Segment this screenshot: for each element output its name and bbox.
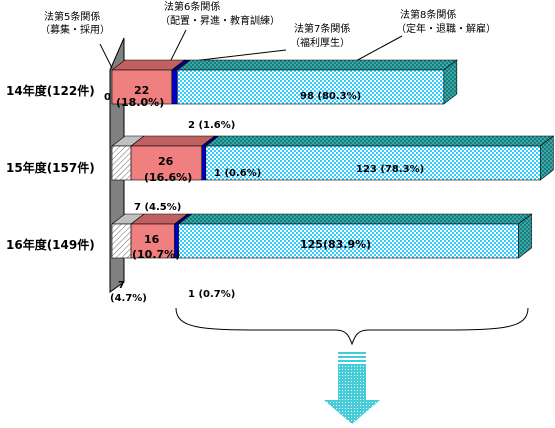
legend-art8-line2: （定年・退職・解雇） xyxy=(396,22,496,35)
legend-art7-line1: 法第7条関係 xyxy=(294,22,350,35)
legend-art5: 法第5条関係 （募集・採用） xyxy=(40,10,113,69)
r14-art7-label: 2 (1.6%) xyxy=(188,120,235,131)
row-label-14: 14年度(122件) xyxy=(6,83,95,98)
bar-2-art5 xyxy=(111,223,132,259)
bar-0-art7 xyxy=(171,69,178,105)
legend-art5-leader xyxy=(99,43,113,69)
row-label-15: 15年度(157件) xyxy=(6,160,95,175)
legend-art7-line2: （福利厚生） xyxy=(290,36,350,49)
bar-0-art8-top xyxy=(176,59,458,71)
bar-1-art8 xyxy=(205,145,541,181)
r14-art6-pct: (18.0%) xyxy=(116,96,164,109)
r16-art8-label: 125(83.9%) xyxy=(300,238,371,251)
r14-art5-label: 0 xyxy=(104,92,111,103)
legend-art6: 法第6条関係 （配置・昇進・教育訓練） xyxy=(160,0,280,63)
bar-2-art8 xyxy=(178,223,519,259)
r15-art5-label: 7 (4.5%) xyxy=(134,202,181,213)
bar-1-art6-top xyxy=(130,135,216,147)
bar-2-end-face xyxy=(518,213,532,259)
bars-group xyxy=(111,59,555,259)
row-label-16: 16年度(149件) xyxy=(6,237,95,252)
legend-art6-leader xyxy=(169,29,187,63)
down-arrow xyxy=(324,352,380,424)
bar-1-art7 xyxy=(201,145,207,181)
bar-1-end-face xyxy=(540,135,554,181)
bar-0-art8 xyxy=(176,69,445,105)
bar-1-art8-top xyxy=(204,135,555,147)
r15-art6-pct: (16.6%) xyxy=(144,171,192,184)
legend-art6-line1: 法第6条関係 xyxy=(164,0,220,13)
r14-art6-label: 22 xyxy=(134,84,149,97)
r14-art8-label: 98 (80.3%) xyxy=(300,91,361,102)
bar-1-art5 xyxy=(111,145,132,181)
bar-2-art6 xyxy=(130,223,175,259)
legend-art8-line1: 法第8条関係 xyxy=(400,8,456,21)
legend-art8-leader xyxy=(353,35,403,63)
bar-2-art8-top xyxy=(177,213,533,225)
bar-0-art6 xyxy=(111,69,173,105)
r15-art7-label: 1 (0.6%) xyxy=(214,168,261,179)
r16-art6-label: 16 xyxy=(144,233,160,246)
r16-art5-pct: (4.7%) xyxy=(110,293,147,304)
r16-art7-label: 1 (0.7%) xyxy=(188,289,235,300)
r15-art6-label: 26 xyxy=(158,155,174,168)
grouping-brace xyxy=(175,307,529,346)
r16-art5-label: 7 xyxy=(118,280,125,291)
value-labels: 0 22 (18.0%) 2 (1.6%) 98 (80.3%) 7 (4.5%… xyxy=(104,84,424,304)
legend-art5-line2: （募集・採用） xyxy=(40,23,110,36)
bar-0-end-face xyxy=(443,59,458,105)
r16-art6-pct: (10.7%) xyxy=(132,248,180,261)
legend-art6-line2: （配置・昇進・教育訓練） xyxy=(160,14,280,27)
legend-art8: 法第8条関係 （定年・退職・解雇） xyxy=(353,8,496,63)
legend-art7: 法第7条関係 （福利厚生） xyxy=(183,22,350,63)
legend-art5-line1: 法第5条関係 xyxy=(44,10,100,23)
r15-art8-label: 123 (78.3%) xyxy=(356,164,424,175)
